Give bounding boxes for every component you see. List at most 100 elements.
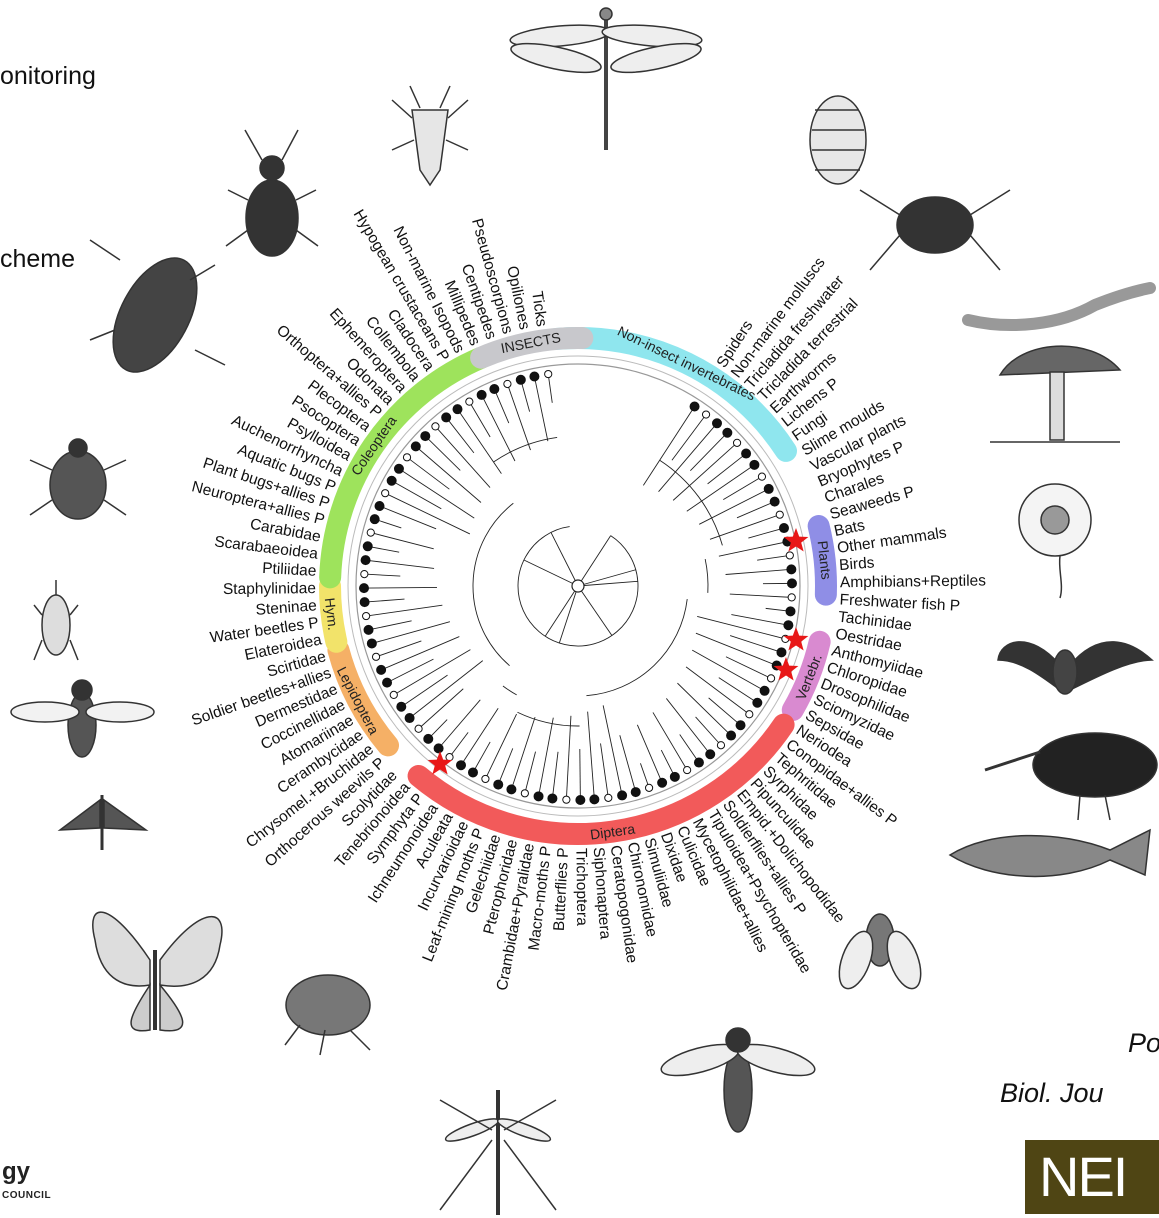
tip-node [453,405,462,414]
tree-branch [709,698,741,725]
tree-branch [425,436,460,470]
tip-node [733,439,740,446]
tip-node [605,794,612,801]
tip-node [590,795,599,804]
tree-branch [731,615,788,626]
tree-branch [687,465,755,511]
tip-node [631,788,640,797]
highlight-star [774,657,799,681]
tree-branch [392,481,442,509]
tip-node [521,790,528,797]
tip-node [786,552,793,559]
tip-node [434,744,443,753]
tree-branch [737,502,775,518]
tip-node [777,648,786,657]
tree-branch [416,446,481,502]
tree-branch [399,469,474,518]
tree-branch [559,586,578,643]
tree-branch [659,423,717,491]
taxon-label: Birds [839,554,876,574]
tree-branch [365,599,405,602]
tree-branch [539,718,554,797]
tip-node [750,460,759,469]
tree-branch [697,616,785,638]
tip-node [548,794,557,803]
tree-branch [498,748,513,784]
tree-branch [524,560,578,586]
tip-node [530,372,539,381]
tree-branch [586,599,687,696]
tree-branch [473,503,513,665]
tree-branch [578,586,612,635]
taxon-label: Amphibians+Reptiles [840,572,986,591]
tree-branch [394,650,471,695]
tip-node [786,607,795,616]
tree-branch [376,641,421,657]
tip-node [694,758,703,767]
tip-node [370,515,379,524]
tip-node [767,675,774,682]
tip-node [670,772,679,781]
tree-branch [545,586,578,636]
tree-branch [726,569,792,574]
tip-node [618,791,627,800]
tip-node [367,639,376,648]
tree-branch [757,555,790,560]
tip-node [760,686,769,695]
tip-node [788,594,795,601]
tree-branch [494,389,508,423]
tip-node [421,432,430,441]
tree-branch [364,574,400,576]
tree-branch [637,725,662,783]
tip-node [764,484,773,493]
tree-branch [723,477,762,500]
tree-branch [461,708,498,765]
taxon-label: Butterflies P [551,847,573,931]
root-node [572,580,584,592]
tree-branch [673,443,737,501]
tip-node [727,731,736,740]
tip-node [787,579,796,588]
tree-branch [705,559,708,593]
tip-node [382,490,389,497]
tree-branch [643,407,694,486]
tip-node [415,725,422,732]
tree-branch [748,528,784,538]
tip-node [702,411,709,418]
tip-node [394,464,403,473]
tip-node [432,423,439,430]
tip-node [477,390,486,399]
tip-node [746,711,753,718]
tree-branch [407,457,449,489]
tip-node [504,380,511,387]
tree-branch [534,376,547,441]
tree-branch [672,415,706,461]
tree-branch [401,675,447,707]
tree-branch [710,515,780,540]
tree-branch [525,752,536,794]
tree-branch [507,384,530,450]
tree-branch [364,587,437,588]
tip-node [377,665,386,674]
tip-node [446,754,453,761]
tree-branch [686,667,749,714]
tip-node [706,750,715,759]
tree-branch [482,395,515,461]
tip-node [424,734,433,743]
tip-node [690,402,699,411]
tree-branch [620,735,636,792]
tip-node [684,766,691,773]
tip-node [482,775,489,782]
tree-branch [503,686,517,695]
tip-node [372,653,379,660]
taxon-label: Staphylinidae [223,580,316,598]
tip-node [364,625,373,634]
tip-node [360,598,369,607]
tip-node [442,413,451,422]
tree-branch [730,594,792,597]
tree-branch [680,734,699,762]
tip-node [403,454,410,461]
tree-branch [552,752,558,799]
